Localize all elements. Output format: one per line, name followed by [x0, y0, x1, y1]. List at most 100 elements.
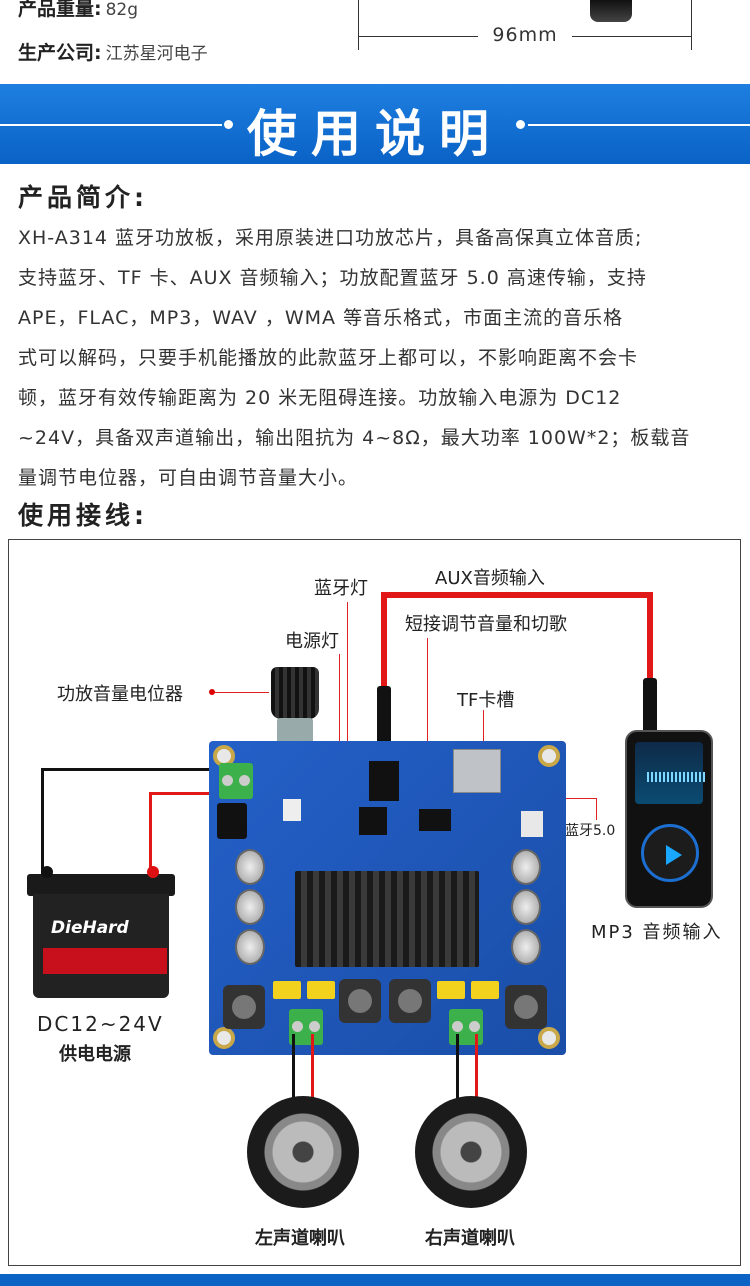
power-terminal	[219, 763, 253, 799]
bottom-banner-edge	[0, 1274, 750, 1286]
label-tf-slot: TF卡槽	[457, 690, 515, 711]
aux-jack	[369, 761, 399, 801]
banner-line-left	[0, 124, 222, 126]
spec-weight-label: 产品重量:	[18, 0, 102, 20]
intro-line: 量调节电位器，可自由调节音量大小。	[18, 467, 359, 489]
intro-line: 式可以解码，只要手机能播放的此款蓝牙上都可以，不影响距离不会卡	[18, 347, 639, 369]
label-amp-pot: 功放音量电位器	[57, 684, 183, 705]
battery-terminal-negative	[41, 866, 53, 878]
right-speaker	[415, 1096, 527, 1208]
dimension-tick-right	[691, 0, 692, 50]
spec-weight-value: 82g	[105, 0, 139, 20]
mount-hole	[538, 745, 560, 767]
battery-brand: DieHard	[51, 918, 129, 938]
wiring-diagram: 蓝牙灯 AUX音频输入 电源灯 短接调节音量和切歌 功放音量电位器 TF卡槽 蓝…	[8, 539, 741, 1266]
section-banner: 使用说明	[0, 84, 750, 164]
volume-knob	[271, 667, 319, 719]
ic-chip	[359, 807, 387, 835]
knob-photo-top	[590, 0, 632, 22]
intro-line: XH-A314 蓝牙功放板，采用原装进口功放芯片，具备高保真立体音质;	[18, 227, 643, 249]
intro-heading: 产品简介:	[18, 183, 148, 212]
wiring-heading: 使用接线:	[18, 501, 148, 530]
label-right-speaker: 右声道喇叭	[425, 1228, 515, 1249]
intro-paragraph: XH-A314 蓝牙功放板，采用原装进口功放芯片，具备高保真立体音质; 支持蓝牙…	[18, 218, 734, 498]
capacitor	[511, 889, 541, 925]
dc-jack	[217, 803, 247, 839]
intro-line: ~24V，具备双声道输出，输出阻抗为 4~8Ω，最大功率 100W*2；板载音	[18, 427, 691, 449]
intro-line: APE，FLAC，MP3，WAV ，WMA 等音乐格式，市面主流的音乐格	[18, 307, 624, 329]
mp3-player	[625, 730, 713, 908]
inductor	[223, 985, 265, 1029]
power-wire-black-h	[41, 768, 225, 771]
leader-power-led	[339, 654, 340, 750]
film-capacitor	[471, 981, 499, 999]
leader-amp-pot	[213, 692, 269, 693]
power-wire-red-h	[149, 792, 225, 795]
film-capacitor	[437, 981, 465, 999]
left-speaker-wire-black	[292, 1034, 295, 1098]
power-wire-red-v	[149, 792, 152, 880]
dimension-tick-left	[358, 0, 359, 50]
aux-plug-mp3	[643, 678, 657, 734]
aux-cable-horizontal	[381, 592, 653, 598]
spec-company-value: 江苏星河电子	[105, 44, 208, 64]
intro-line: 支持蓝牙、TF 卡、AUX 音频输入；功放配置蓝牙 5.0 高速传输，支持	[18, 267, 647, 289]
label-mp3-input: MP3 音频输入	[591, 922, 723, 943]
mp3-screen	[635, 742, 707, 804]
label-bluetooth-5: 蓝牙5.0	[565, 823, 616, 839]
capacitor	[235, 889, 265, 925]
play-wheel	[641, 824, 699, 882]
battery: DieHard	[27, 866, 175, 998]
inductor	[505, 985, 547, 1029]
ic-chip	[419, 809, 451, 831]
mount-hole	[538, 1027, 560, 1049]
aux-cable-vertical-right	[647, 592, 653, 680]
spec-weight: 产品重量:82g	[18, 0, 138, 21]
leader-bt-led	[347, 602, 348, 748]
battery-top	[27, 874, 175, 896]
left-speaker	[247, 1096, 359, 1208]
heatsink	[295, 871, 479, 967]
leader-bluetooth-down	[596, 798, 597, 820]
battery-body: DieHard	[33, 894, 169, 998]
tf-card-slot	[453, 749, 501, 793]
capacitor	[511, 929, 541, 965]
mount-hole	[213, 1027, 235, 1049]
banner-dot-right	[516, 120, 525, 129]
aux-cable-vertical-left	[381, 592, 387, 688]
film-capacitor	[307, 981, 335, 999]
leader-dot	[209, 689, 215, 695]
inductor	[389, 979, 431, 1023]
capacitor	[235, 929, 265, 965]
leader-short-adjust	[427, 638, 428, 748]
banner-line-right	[528, 124, 750, 126]
label-left-speaker: 左声道喇叭	[255, 1228, 345, 1249]
label-aux-input: AUX音频输入	[435, 568, 545, 589]
power-wire-black-v	[41, 768, 44, 880]
dimension-annotation: 96mm	[358, 0, 692, 62]
label-short-adjust: 短接调节音量和切歌	[405, 614, 567, 635]
label-dc-supply: DC12~24V	[37, 1012, 164, 1036]
right-speaker-wire-red	[475, 1034, 478, 1098]
label-bt-led: 蓝牙灯	[314, 578, 368, 599]
amplifier-board	[209, 741, 566, 1055]
waveform-icon	[647, 772, 707, 782]
leader-tf-slot	[483, 710, 484, 746]
spec-company: 生产公司:江苏星河电子	[18, 38, 208, 65]
banner-dot-left	[224, 120, 233, 129]
capacitor	[511, 849, 541, 885]
aux-plug-board	[377, 686, 391, 748]
left-speaker-wire-red	[311, 1034, 314, 1098]
banner-title: 使用说明	[247, 105, 503, 163]
battery-terminal-positive	[147, 866, 159, 878]
dimension-label: 96mm	[478, 24, 572, 46]
switch	[283, 799, 301, 821]
leader-bluetooth	[545, 798, 597, 799]
intro-line: 顿，蓝牙有效传输距离为 20 米无阻碍连接。功放输入电源为 DC12	[18, 387, 622, 409]
bluetooth-antenna	[521, 811, 543, 837]
play-icon	[666, 845, 682, 865]
right-speaker-wire-black	[456, 1034, 459, 1098]
spec-company-label: 生产公司:	[18, 42, 102, 64]
label-power-led: 电源灯	[285, 631, 339, 652]
film-capacitor	[273, 981, 301, 999]
